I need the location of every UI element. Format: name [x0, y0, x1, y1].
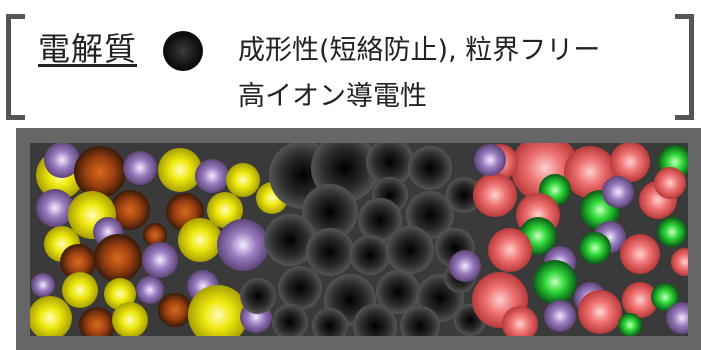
right-bracket [675, 14, 694, 120]
brown-particle [143, 223, 167, 247]
conductive-particle [142, 242, 178, 278]
anode-active-particle [473, 173, 517, 217]
brown-particle [79, 307, 115, 336]
conductive-particle [474, 144, 506, 176]
particle-layer [30, 143, 688, 336]
cathode-active-particle [112, 302, 148, 336]
brown-particle [158, 293, 192, 327]
conductive-particle [449, 250, 481, 282]
cathode-active-particle [226, 163, 260, 197]
electrolyte-particle [406, 191, 454, 239]
electrolyte-particle [306, 228, 354, 276]
conductive-particle [544, 300, 576, 332]
electrolyte-particle [446, 177, 482, 213]
brown-particle [110, 190, 150, 230]
anode-active-particle [620, 234, 660, 274]
cathode-active-particle [178, 218, 222, 262]
cathode-active-particle [158, 148, 202, 192]
conductive-particle [136, 276, 164, 304]
electrolyte-particle [408, 146, 452, 190]
cathode-active-particle [62, 272, 98, 308]
conductive-particle [195, 159, 229, 193]
electrolyte-particle [400, 306, 440, 336]
electrolyte-particle [353, 304, 397, 336]
electrolyte-particle [302, 184, 358, 240]
conductive-particle [666, 302, 688, 334]
anode-active-particle [654, 167, 686, 199]
anode-active-particle [610, 143, 650, 182]
green-particle [651, 283, 679, 311]
electrolyte-particle [376, 270, 420, 314]
green-particle [533, 260, 577, 304]
electrolyte-particle-icon [163, 31, 203, 71]
electrolyte-particle [240, 278, 276, 314]
property-line-2: 高イオン導電性 [238, 81, 427, 112]
conductive-particle [36, 189, 74, 227]
electrolyte-particle [312, 308, 348, 336]
anode-active-particle [502, 306, 538, 336]
left-bracket [6, 14, 25, 120]
electrolyte-particle [278, 266, 322, 310]
electrolyte-particle [366, 143, 414, 186]
electrolyte-particle [386, 226, 434, 274]
anode-active-particle [622, 282, 658, 318]
anode-active-particle [671, 248, 688, 276]
brown-particle [60, 244, 96, 280]
electrolyte-particle [350, 235, 390, 275]
conductive-particle [44, 143, 80, 178]
electrolyte-particle [358, 198, 402, 242]
cathode-active-particle [188, 285, 248, 336]
conductive-particle [602, 176, 634, 208]
conductive-particle [123, 151, 157, 185]
cathode-active-particle [207, 192, 243, 228]
green-particle [579, 232, 611, 264]
cathode-active-particle [104, 278, 136, 310]
anode-active-particle [564, 146, 616, 198]
conductive-particle [217, 219, 269, 271]
anode-active-particle [488, 228, 532, 272]
conductive-particle [31, 273, 55, 297]
electrolyte-particle [264, 214, 316, 266]
anode-active-particle [578, 290, 622, 334]
electrolyte-title: 電解質 [38, 30, 138, 68]
electrolyte-particle [272, 304, 308, 336]
brown-particle [94, 234, 142, 282]
property-line-1: 成形性(短絡防止), 粒界フリー [238, 35, 601, 66]
cathode-active-particle [30, 296, 72, 336]
green-particle [618, 313, 642, 336]
brown-particle [74, 146, 126, 198]
green-particle [657, 217, 687, 247]
